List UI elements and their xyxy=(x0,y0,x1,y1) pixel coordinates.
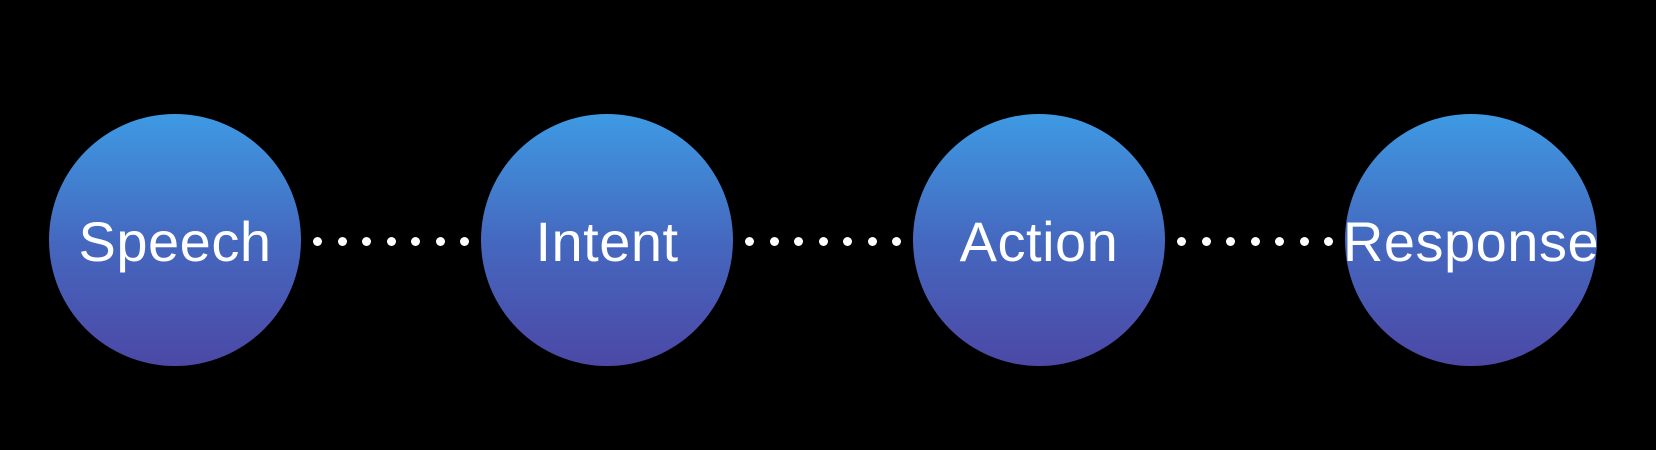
connector-dot xyxy=(386,236,396,246)
node-intent: Intent xyxy=(481,114,733,366)
connector-dot xyxy=(1177,236,1186,246)
connector-dot xyxy=(892,236,901,246)
connector-dot xyxy=(1324,236,1333,246)
connector-dot xyxy=(1201,236,1211,246)
node-action: Action xyxy=(913,114,1165,366)
connector-dot xyxy=(337,236,347,246)
connector-dot xyxy=(313,236,322,246)
connector-dot xyxy=(1275,236,1284,246)
connector-dot xyxy=(411,236,420,246)
connector-dot xyxy=(362,236,371,246)
connector-dot xyxy=(818,236,828,246)
node-speech: Speech xyxy=(49,114,301,366)
connector-dot xyxy=(745,236,754,246)
node-action-label: Action xyxy=(959,210,1119,273)
connector-dot xyxy=(460,236,469,246)
connector-dot xyxy=(1226,236,1235,246)
connector-dot xyxy=(769,236,779,246)
connector-dot xyxy=(867,236,877,246)
dotted-connector-intent-action xyxy=(745,236,901,246)
connector-dot xyxy=(843,236,852,246)
connector-dot xyxy=(1250,236,1260,246)
dotted-connector-action-response xyxy=(1177,236,1333,246)
node-response-label: Response xyxy=(1342,210,1600,273)
connector-dot xyxy=(435,236,445,246)
node-response: Response xyxy=(1342,114,1600,366)
node-speech-label: Speech xyxy=(78,210,272,273)
node-intent-label: Intent xyxy=(535,210,679,273)
connector-dot xyxy=(1299,236,1309,246)
connector-dot xyxy=(794,236,803,246)
dotted-connector-speech-intent xyxy=(313,236,469,246)
